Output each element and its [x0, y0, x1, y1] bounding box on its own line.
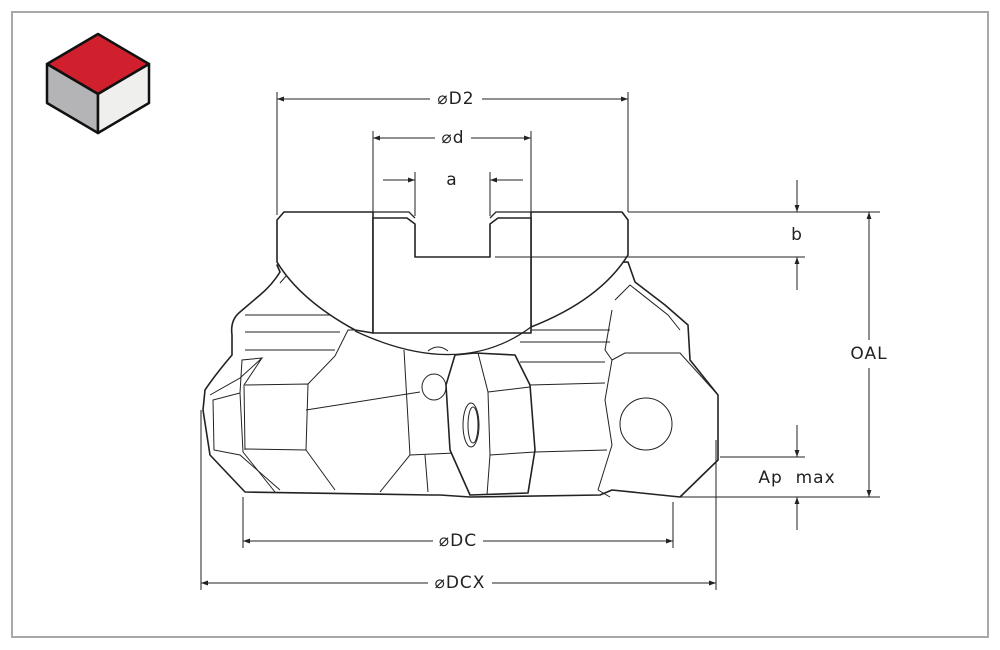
dim-label-d2: ⌀D2: [437, 89, 474, 109]
dim-label-ap-max: Ap max: [758, 468, 835, 488]
dim-label-dcx: ⌀DCX: [435, 573, 486, 593]
dim-label-dc: ⌀DC: [439, 531, 477, 551]
milling-cutter-body: [202, 261, 719, 498]
section-view: [276, 211, 629, 356]
drawing-frame: [11, 11, 989, 638]
dim-label-a: a: [446, 170, 457, 190]
dim-label-b: b: [791, 225, 803, 245]
isometric-cube-logo: [45, 32, 151, 135]
dim-label-d: ⌀d: [441, 128, 464, 148]
dim-label-oal: OAL: [850, 344, 887, 364]
